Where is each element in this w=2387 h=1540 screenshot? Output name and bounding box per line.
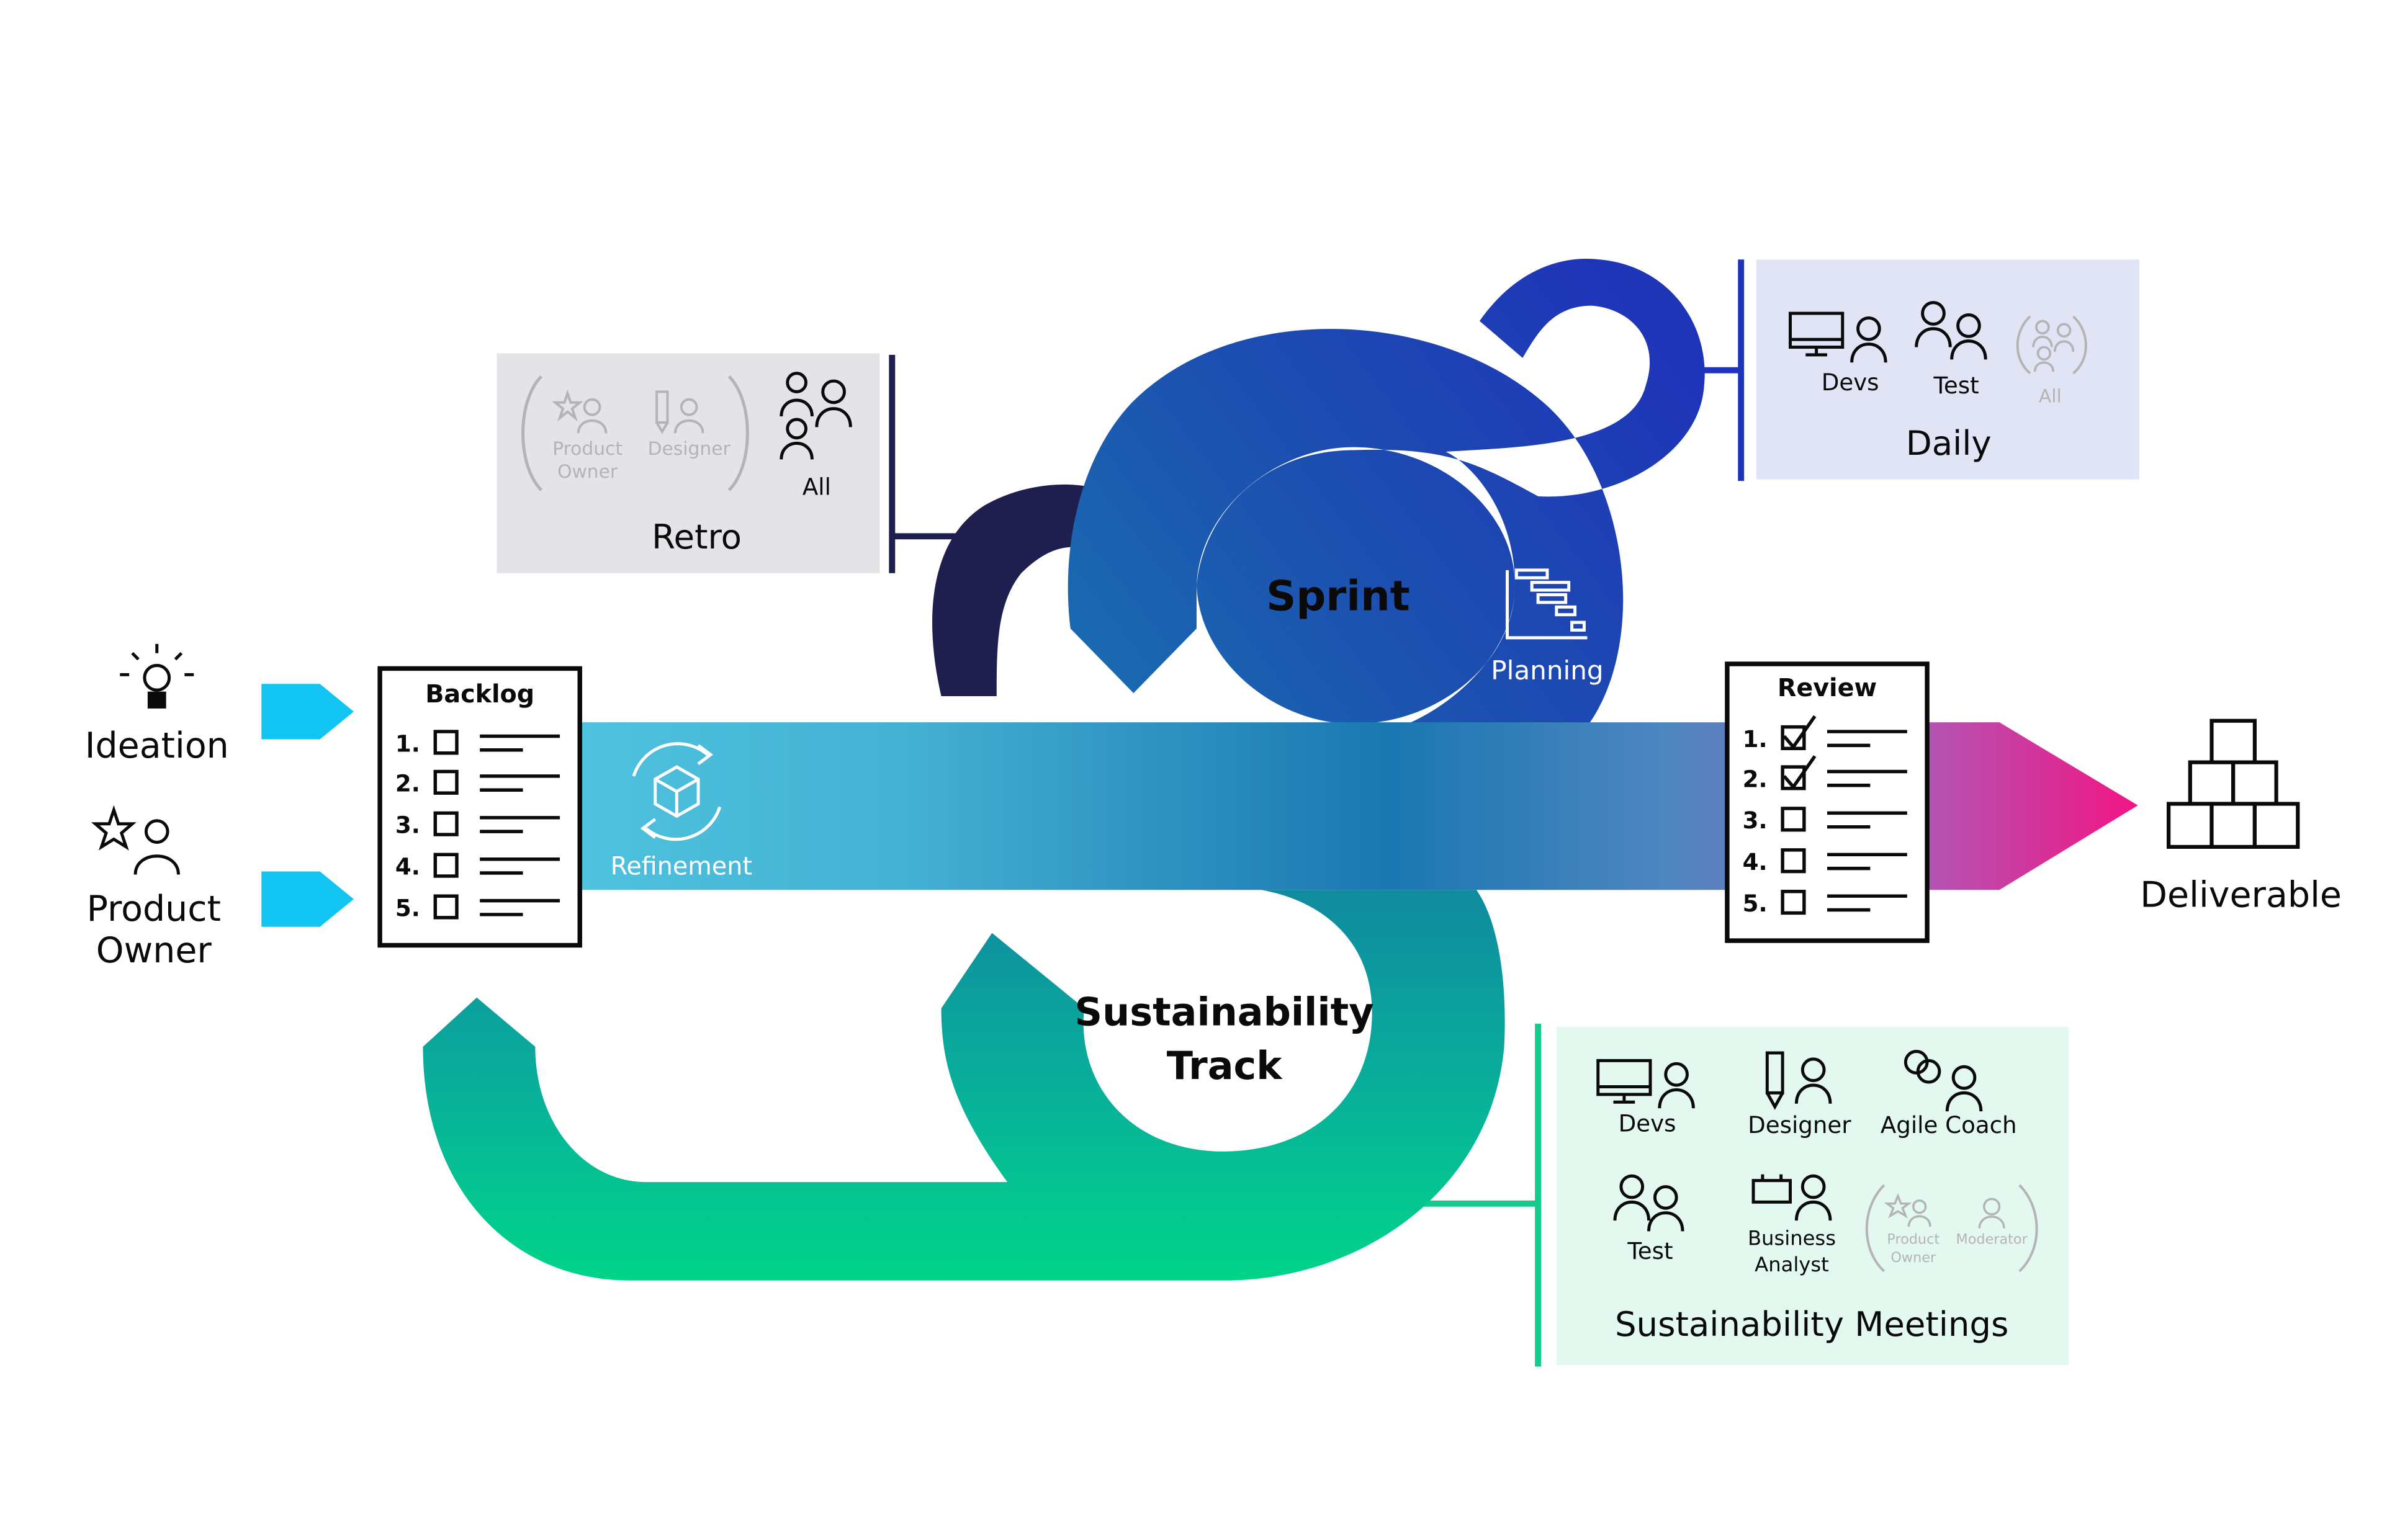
review-checkbox [1781, 890, 1806, 915]
sustainability-role: Agile Coach [1881, 1111, 2017, 1139]
sprint-loop [1068, 259, 1705, 755]
backlog-list: 1. 2. 3. 4. 5. [395, 730, 560, 921]
tester-icon [1613, 1174, 1684, 1232]
checkmark-icon [1782, 715, 1817, 750]
designer-icon [655, 390, 704, 434]
daily-role: Test [1933, 372, 1979, 399]
product-owner-label-1: Product [87, 889, 221, 929]
review-item-number: 4. [1743, 848, 1768, 875]
backlog-checkbox [433, 769, 459, 795]
daily-meeting-box: Devs Test All Daily [1756, 259, 2140, 480]
review-item-number: 1. [1743, 725, 1768, 753]
backlog-item-number: 2. [395, 770, 420, 797]
sustainability-meetings-title: Sustainability Meetings [1615, 1304, 2008, 1344]
sustainability-meetings-box: Devs Designer Agile Coach Test [1556, 1026, 2069, 1366]
daily-title: Daily [1906, 423, 1992, 463]
ideation-label: Ideation [85, 725, 229, 766]
sustainability-role: Analyst [1755, 1253, 1829, 1276]
lightbulb-icon [120, 643, 194, 709]
ideation-input-arrow [261, 684, 354, 740]
moderator-icon [1978, 1198, 2005, 1229]
review-checkbox [1781, 807, 1806, 832]
sustainability-optional-role: Moderator [1956, 1231, 2028, 1247]
track-label-line2: Track [1167, 1043, 1283, 1088]
backlog-checkbox [433, 894, 459, 920]
sustainability-role: Test [1627, 1237, 1673, 1265]
backlog-title: Backlog [425, 680, 534, 709]
backlog-item-number: 1. [395, 730, 420, 757]
sustainability-role: Devs [1619, 1109, 1676, 1137]
designer-icon [1765, 1051, 1832, 1110]
review-checkbox [1781, 848, 1806, 874]
sustainability-role: Business [1748, 1227, 1836, 1250]
retro-optional-role: Designer [648, 438, 731, 460]
review-item-number: 2. [1743, 765, 1768, 792]
product-owner-icon [91, 805, 180, 875]
review-title: Review [1778, 674, 1877, 702]
sustainability-optional-role: Owner [1890, 1250, 1936, 1266]
retro-optional-role: Product [552, 438, 623, 460]
review-item-number: 5. [1743, 890, 1768, 917]
team-icon-optional [2032, 320, 2075, 372]
review-item-number: 3. [1743, 807, 1768, 834]
team-icon [780, 372, 852, 460]
deliverable-blocks-icon [2167, 719, 2300, 849]
product-owner-label-2: Owner [96, 930, 212, 971]
product-owner-input-arrow [261, 871, 354, 927]
product-owner-icon [551, 389, 608, 434]
retro-required-role: All [802, 473, 831, 500]
backlog-document: Backlog 1. 2. 3. 4. 5. [377, 666, 582, 948]
sustainability-role: Designer [1748, 1111, 1851, 1139]
retro-optional-role: Owner [557, 461, 618, 483]
deliverable-label: Deliverable [2140, 875, 2342, 916]
backlog-checkbox [433, 853, 459, 878]
checkmark-icon [1782, 755, 1817, 790]
daily-role: Devs [1822, 369, 1879, 396]
daily-optional-role: All [2039, 386, 2062, 408]
review-document: Review 1. 2. 3. 4. 5. [1725, 661, 1930, 943]
agile-coach-icon [1904, 1050, 1983, 1112]
retro-meeting-box: Product Owner Designer All Retro [497, 353, 880, 573]
tester-icon [1915, 301, 1987, 360]
backlog-item-number: 5. [395, 894, 420, 921]
sustainability-optional-role: Product [1887, 1231, 1940, 1247]
refinement-icon [632, 742, 722, 841]
retro-title: Retro [652, 517, 742, 557]
sprint-label: Sprint [1266, 571, 1410, 620]
track-label-line1: Sustainability [1075, 989, 1374, 1034]
backlog-item-number: 3. [395, 812, 420, 839]
sustainability-connector [1414, 1023, 1542, 1367]
backlog-item-number: 4. [395, 853, 420, 880]
sustainability-hook [423, 890, 1505, 1281]
review-list: 1. 2. 3. 4. 5. [1743, 715, 1907, 917]
refinement-label: Refinement [611, 853, 752, 881]
planning-icon [1506, 568, 1588, 640]
business-analyst-icon [1751, 1174, 1832, 1221]
developer-icon [1596, 1059, 1695, 1109]
daily-connector [1699, 259, 1745, 481]
backlog-checkbox [433, 730, 459, 755]
retro-arc [932, 484, 1102, 697]
backlog-checkbox [433, 811, 459, 836]
product-owner-icon [1884, 1193, 1931, 1227]
planning-label: Planning [1491, 655, 1603, 686]
developer-icon [1789, 311, 1887, 363]
